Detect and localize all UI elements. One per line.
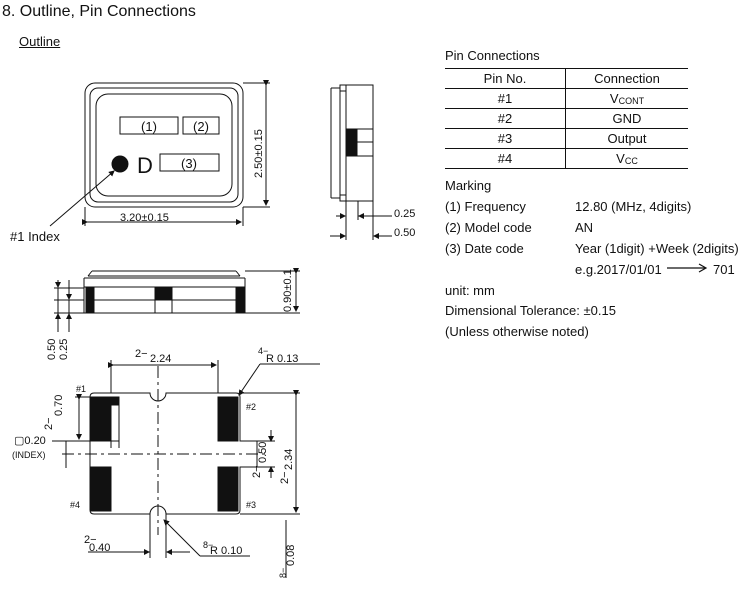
pad-4 [90,466,112,512]
table-row: #2 GND [445,108,688,129]
table-row: #1 VCONT [445,88,688,109]
marking-box-3 [159,153,220,172]
pin-cell: #4 [445,148,566,169]
dim-height: 2.50±0.15 [253,129,265,178]
marking-label-1: (1) Frequency [445,199,526,214]
logo-text: D [137,153,153,178]
fp-pin4: #4 [70,500,80,510]
example-prefix: e.g.2017/01/01 [575,262,662,277]
fp-index-note: (INDEX) [12,450,46,460]
table-header-row: Pin No. Connection [445,68,688,89]
marking-example: e.g.2017/01/01 701 [575,262,735,277]
fp-r013-prefix: 4− [258,346,268,356]
fp-008-prefix: 8− [278,568,288,578]
conn-sub: CONT [618,96,645,106]
package-lid [95,93,233,197]
pin-cell: #1 [445,88,566,109]
pad-3 [217,466,239,512]
marking-box-2 [182,116,220,135]
marking-value-1: 12.80 (MHz, 4digits) [575,199,692,214]
marking-value-3: Year (1digit) +Week (2digits) [575,241,739,256]
fp-224-prefix: 2− [135,348,148,360]
tolerance-note: Dimensional Tolerance: ±0.15 [445,303,616,318]
fp-224: 2.24 [150,353,171,365]
section-title: 8. Outline, Pin Connections [2,3,196,20]
dim-total-height: 0.90±0.1 [282,269,294,312]
fp-008: 0.08 [285,545,297,566]
side-view [330,84,392,240]
top-view [49,80,270,227]
connection-cell: VCC [565,148,688,169]
dim-width: 3.20±0.15 [120,212,169,224]
outline-label: Outline [19,34,61,49]
dim-thick-050: 0.50 [394,227,415,239]
fp-234-prefix: 2− [279,471,291,484]
fp-r010: R 0.10 [210,545,242,557]
fp-050: 0.50 [257,442,269,463]
footprint-outline [89,392,258,515]
connection-cell: GND [565,108,688,129]
fp-index-sq: ▢0.20 [14,435,46,447]
fp-050-prefix: 2− [251,465,263,478]
marking-box-1 [119,116,179,135]
index-label: #1 Index [10,229,60,244]
header-connection: Connection [565,68,688,89]
fp-070: 0.70 [53,395,65,416]
pin-cell: #3 [445,128,566,149]
dim-thick-025: 0.25 [394,208,415,220]
conn-sub: CC [624,156,638,166]
fp-pin1: #1 [76,384,86,394]
fp-r013: R 0.13 [266,353,298,365]
marking-1-text: (1) [141,119,157,134]
unit-note: unit: mm [445,283,495,298]
marking-label-2: (2) Model code [445,220,532,235]
package-outer [84,82,244,208]
front-view [54,268,300,332]
connection-cell: Output [565,128,688,149]
conn-main: V [616,151,625,166]
connection-cell: VCONT [565,88,688,109]
marking-value-2: AN [575,220,594,235]
arrow-right-icon [667,263,708,273]
pad-1 [90,396,120,442]
fp-pin3: #3 [246,500,256,510]
pin-connections-title: Pin Connections [445,48,540,63]
fp-234: 2.34 [283,449,295,470]
dim-left-025: 0.25 [58,339,70,360]
fp-r010-prefix: 8− [203,540,213,550]
header-pin: Pin No. [445,68,566,89]
conn-main: V [609,91,619,106]
marking-2-text: (2) [193,119,209,134]
marking-label-3: (3) Date code [445,241,524,256]
marking-title: Marking [445,178,492,193]
unless-note: (Unless otherwise noted) [445,324,589,339]
marking-3-text: (3) [181,156,197,171]
fp-pin2: #2 [246,402,256,412]
dim-left-050: 0.50 [46,339,58,360]
fp-040-prefix: 2− [84,534,97,546]
example-result: 701 [713,262,735,277]
pin-connections-table: Pin No. Connection #1 VCONT #2 GND #3 Ou… [445,68,688,169]
fp-040: 0.40 [89,542,110,554]
table-row: #3 Output [445,128,688,149]
pin-cell: #2 [445,108,566,129]
pad-2 [217,396,239,442]
fp-070-prefix: 2− [43,417,55,430]
index-dot [111,155,129,173]
table-row: #4 VCC [445,148,688,169]
footprint-view [52,360,320,578]
